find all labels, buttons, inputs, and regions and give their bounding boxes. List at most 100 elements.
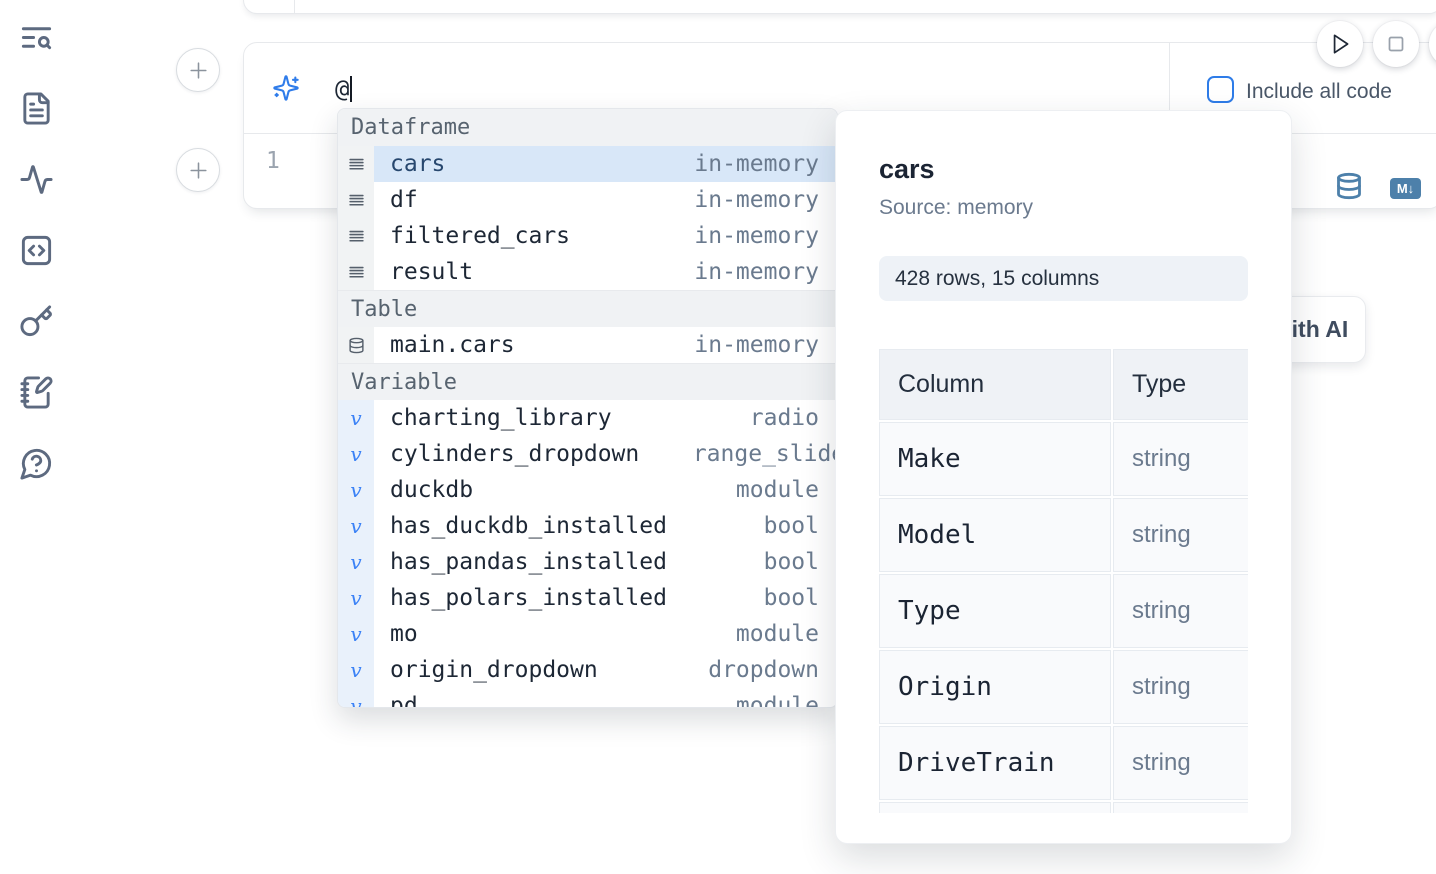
autocomplete-item-has_polars_installed[interactable]: vhas_polars_installedbool (338, 580, 837, 616)
dataframe-icon (338, 146, 374, 182)
autocomplete-item-df[interactable]: df in-memory (338, 182, 837, 218)
line-number: 1 (266, 148, 280, 174)
completion-type: in-memory (694, 151, 819, 177)
autocomplete-item-content: pdmodule (374, 688, 837, 708)
schema-column-name: Type (879, 574, 1111, 648)
variable-icon: v (338, 688, 374, 708)
play-icon (1327, 31, 1353, 57)
sidebar (14, 18, 60, 488)
schema-column-type: string (1113, 498, 1248, 572)
schema-column-type: string (1113, 574, 1248, 648)
completion-type: in-memory (694, 223, 819, 249)
completion-name: has_pandas_installed (390, 549, 667, 575)
dataframe-icon (338, 218, 374, 254)
autocomplete-item-content: filtered_cars in-memory (374, 218, 837, 254)
schema-column-name: Origin (879, 650, 1111, 724)
plus-icon (186, 158, 211, 183)
stop-icon (1383, 31, 1409, 57)
convert-to-sql-button[interactable] (1335, 171, 1363, 201)
schema-column-type: string (1113, 726, 1248, 800)
autocomplete-item-main.cars[interactable]: main.carsin-memory (338, 327, 837, 363)
completion-type: bool (764, 513, 819, 539)
plus-icon (186, 58, 211, 83)
schema-header-column: Column (879, 349, 1111, 420)
completion-type: in-memory (694, 259, 819, 285)
notebook-pen-icon (19, 375, 54, 415)
autocomplete-item-content: has_duckdb_installedbool (374, 508, 837, 544)
stop-cell-button[interactable] (1373, 21, 1419, 67)
autocomplete-item-result[interactable]: resultin-memory (338, 254, 837, 290)
key-icon (19, 304, 54, 344)
completion-type: dropdown (708, 657, 819, 683)
previous-cell-bottom (243, 0, 1436, 14)
schema-column-name: DriveTrain (879, 726, 1111, 800)
sidebar-item-help[interactable] (14, 444, 58, 488)
schema-table: ColumnTypeMakestringModelstringTypestrin… (879, 349, 1248, 813)
autocomplete-item-content: cylinders_dropdownrange_slider (374, 436, 837, 472)
completion-type: module (736, 621, 819, 647)
run-cell-button[interactable] (1317, 21, 1363, 67)
dataframe-preview-panel: cars Source: memory 428 rows, 15 columns… (835, 110, 1292, 844)
preview-source: Source: memory (879, 194, 1248, 222)
autocomplete-item-cylinders_dropdown[interactable]: vcylinders_dropdownrange_slider (338, 436, 837, 472)
completion-name: main.cars (390, 332, 515, 358)
completion-name: filtered_cars (390, 223, 570, 249)
sparkles-icon (272, 74, 300, 102)
completion-type: bool (764, 549, 819, 575)
ai-prompt-input[interactable]: @ (335, 75, 352, 103)
sidebar-item-secrets[interactable] (14, 302, 58, 346)
database-icon (1335, 171, 1363, 201)
preview-title: cars (879, 153, 1248, 185)
add-cell-button[interactable] (176, 48, 220, 92)
completion-name: df (390, 187, 418, 213)
autocomplete-item-content: duckdb module (374, 472, 837, 508)
completion-type: bool (764, 585, 819, 611)
sidebar-item-snippets[interactable] (14, 231, 58, 275)
schema-column-type: string (1113, 422, 1248, 496)
include-all-code-label: Include all code (1246, 80, 1392, 104)
completion-name: mo (390, 621, 418, 647)
text-search-icon (19, 20, 54, 60)
completion-type: in-memory (694, 187, 819, 213)
variable-icon: v (338, 544, 374, 580)
autocomplete-item-duckdb[interactable]: vduckdb module (338, 472, 837, 508)
shape-badge: 428 rows, 15 columns (879, 256, 1248, 301)
autocomplete-item-cars[interactable]: carsin-memory (338, 146, 837, 182)
autocomplete-item-content: has_pandas_installed bool (374, 544, 837, 580)
completion-name: duckdb (390, 477, 473, 503)
autocomplete-item-content: charting_libraryradio (374, 400, 837, 436)
sidebar-item-files[interactable] (14, 89, 58, 133)
autocomplete-section-table: Table (338, 290, 837, 327)
autocomplete-item-pd[interactable]: vpdmodule (338, 688, 837, 708)
autocomplete-item-origin_dropdown[interactable]: vorigin_dropdowndropdown (338, 652, 837, 688)
include-all-code-checkbox[interactable] (1207, 76, 1234, 103)
completion-type: module (736, 477, 819, 503)
markdown-icon: M↓ (1397, 181, 1414, 196)
completion-type: radio (750, 405, 819, 431)
variable-icon: v (338, 616, 374, 652)
variable-icon: v (338, 652, 374, 688)
autocomplete-item-has_duckdb_installed[interactable]: vhas_duckdb_installedbool (338, 508, 837, 544)
autocomplete-dropdown: Dataframecarsin-memorydfin-memoryfiltere… (337, 108, 838, 708)
schema-column-type: string (1113, 650, 1248, 724)
autocomplete-item-filtered_cars[interactable]: filtered_cars in-memory (338, 218, 837, 254)
text-cursor (350, 76, 352, 102)
autocomplete-item-has_pandas_installed[interactable]: v has_pandas_installed bool (338, 544, 837, 580)
sidebar-item-scratchpad[interactable] (14, 373, 58, 417)
gutter-divider (294, 0, 295, 13)
variable-icon: v (338, 472, 374, 508)
sidebar-item-search-panel[interactable] (14, 18, 58, 62)
autocomplete-item-mo[interactable]: vmo module (338, 616, 837, 652)
add-cell-button[interactable] (176, 148, 220, 192)
autocomplete-item-charting_library[interactable]: vcharting_libraryradio (338, 400, 837, 436)
sidebar-item-activity[interactable] (14, 160, 58, 204)
autocomplete-item-content: main.carsin-memory (374, 327, 837, 363)
autocomplete-item-content: has_polars_installed bool (374, 580, 837, 616)
completion-name: pd (390, 693, 418, 708)
schema-column-name: Model (879, 498, 1111, 572)
table-icon (338, 327, 374, 363)
convert-to-markdown-button[interactable]: M↓ (1390, 178, 1421, 199)
square-code-icon (19, 233, 54, 273)
completion-name: has_polars_installed (390, 585, 667, 611)
schema-column-name: Make (879, 422, 1111, 496)
